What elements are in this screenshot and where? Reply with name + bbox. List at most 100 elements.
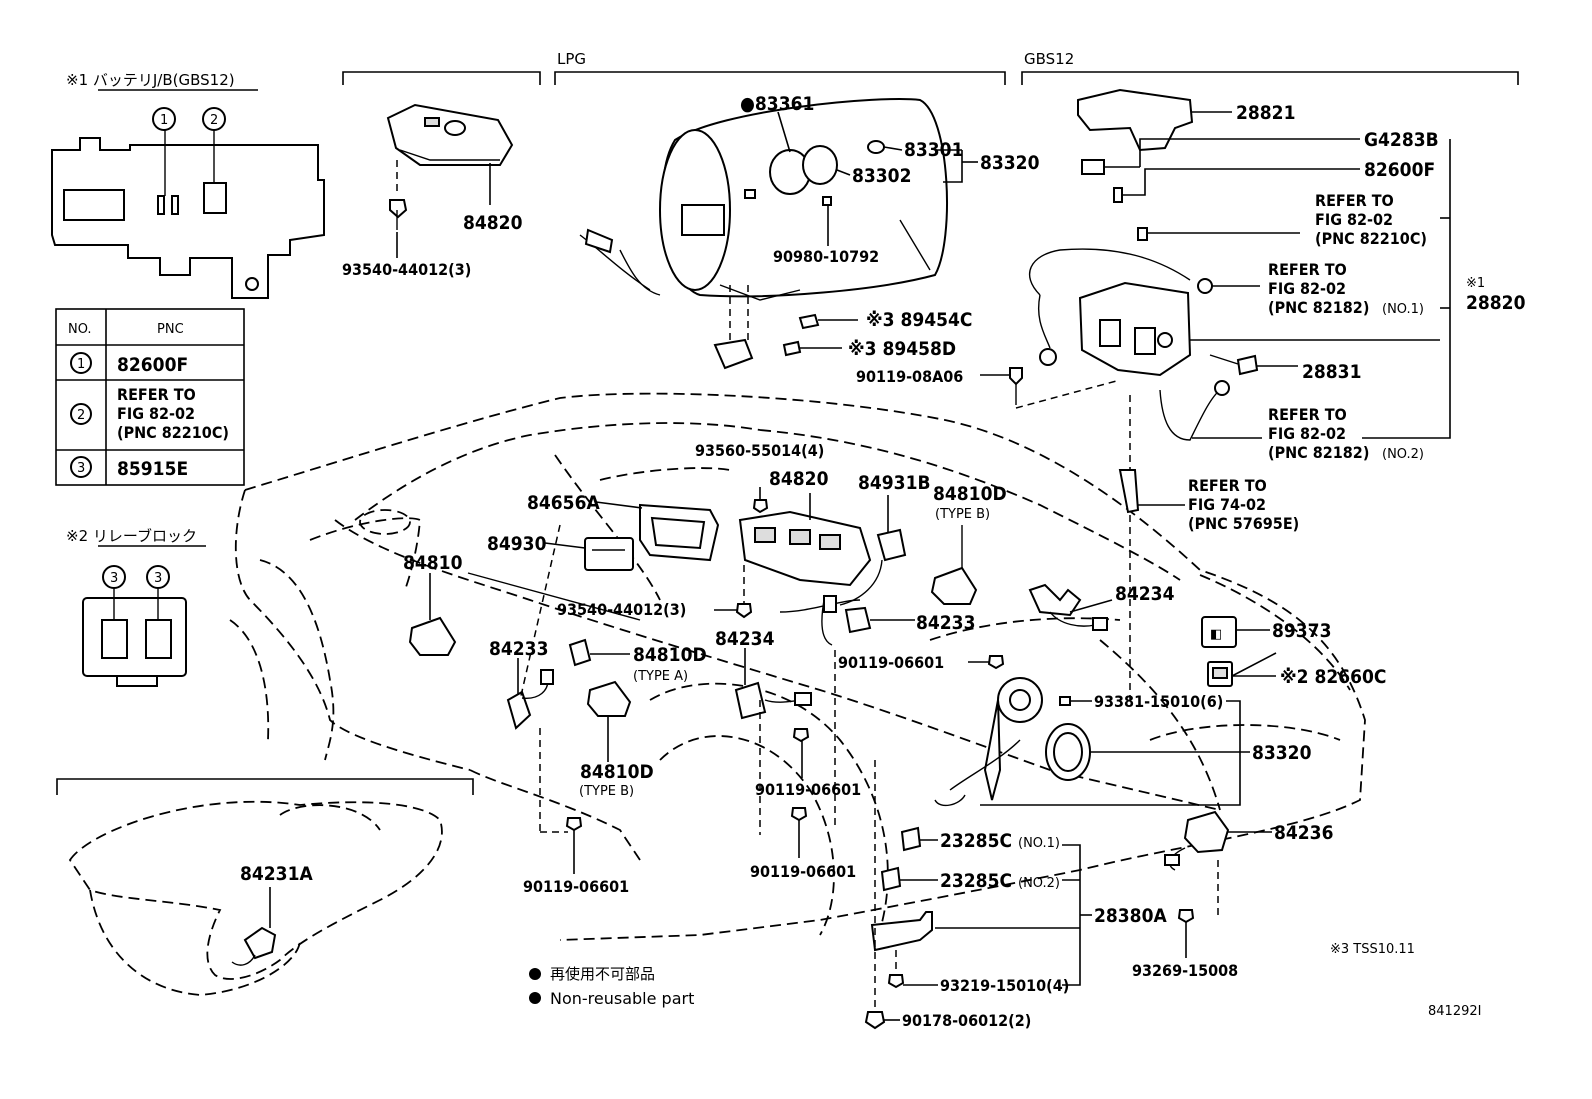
callout-1: 1 [160,113,168,128]
label-83320-top: 83320 [980,152,1040,174]
label-84810d-top: 84810D [933,483,1007,505]
label-83302: 83302 [852,165,911,187]
section-gbs12-label: GBS12 [1024,50,1074,68]
section-lpg-label: LPG [557,50,586,68]
label-84656a: 84656A [527,492,600,514]
non-reusable-dot-icon [529,992,541,1004]
label-ref-57695e: REFER TO [1188,476,1267,495]
label-ref-82182-no2: (PNC 82182) [1268,443,1369,462]
label-ref-82182-no1: FIG 82-02 [1268,279,1346,298]
label-90980: 90980-10792 [773,247,879,266]
label-84810d-b: 84810D [580,761,654,783]
label-28380a: 28380A [1094,905,1167,927]
label-ref-57695e: FIG 74-02 [1188,495,1266,514]
label-83301: 83301 [904,139,963,161]
svg-text:◧: ◧ [1210,627,1222,642]
label-93269: 93269-15008 [1132,961,1238,980]
label-type-a: (TYPE A) [633,669,688,684]
label-93560: 93560-55014(4) [695,441,824,460]
door-parts [408,487,1005,874]
label-84234-left: 84234 [715,628,775,650]
label-93381: 93381-15010(6) [1094,692,1223,711]
label-ref-82182-no2: FIG 82-02 [1268,424,1346,443]
label-90119-06601-d: 90119-06601 [523,877,629,896]
label-84810d-a: 84810D [633,644,707,666]
label-no2-b: (NO.2) [1018,876,1060,891]
legend-en: Non-reusable part [550,989,694,1008]
lpg-tank [579,98,948,370]
label-ref-82210c: (PNC 82210C) [1315,229,1427,248]
label-90119-06601-c: 90119-06601 [750,862,856,881]
label-no1: (NO.1) [1382,302,1424,317]
label-84233-mid: 84233 [916,612,975,634]
label-84810: 84810 [403,552,463,574]
label-ref-82210c: FIG 82-02 [1315,210,1393,229]
label-82600F: 82600F [1364,159,1435,181]
label-no1-b: (NO.1) [1018,836,1060,851]
label-23285c-2: 23285C [940,870,1012,892]
label-G4283B: G4283B [1364,129,1439,151]
label-ref-82210c: REFER TO [1315,191,1394,210]
callout-2: 2 [210,113,218,128]
label-no2: (NO.2) [1382,447,1424,462]
label-84233-left: 84233 [489,638,548,660]
label-tss: ※3 TSS10.11 [1330,942,1415,957]
label-93219: 93219-15010(4) [940,976,1069,995]
label-type-b-top: (TYPE B) [935,507,990,522]
figure-id: 841292I [1428,1004,1481,1019]
label-89458d: ※3 89458D [848,338,956,360]
label-90119-06601-a: 90119-06601 [838,653,944,672]
non-reusable-dot-icon [529,968,541,980]
label-28821: 28821 [1236,102,1295,124]
label-84820-top: 84820 [463,212,523,234]
callout-3a: 3 [110,571,118,586]
table-row-no: 2 [77,408,85,423]
inset-battery-jb: ※1 バッテリJ/B(GBS12) 1 2 [51,71,325,299]
table-header-no: NO. [68,322,92,337]
inset-relay-block: ※2 リレーブロック 3 3 [66,527,206,687]
table-row-pnc: 82600F [117,354,188,376]
label-ref-82182-no1: (PNC 82182) [1268,298,1369,317]
table-row-pnc: (PNC 82210C) [117,423,229,442]
inset-relay-title: ※2 リレーブロック [66,527,197,545]
label-28820: 28820 [1466,292,1526,314]
inset-battery-title: ※1 バッテリJ/B(GBS12) [66,71,235,89]
label-28820-mark: ※1 [1466,276,1485,291]
label-84930: 84930 [487,533,547,555]
table-row-no: 3 [77,461,85,476]
callout-2-circle [202,107,226,131]
table-header-pnc: PNC [157,322,184,337]
label-28831: 28831 [1302,361,1361,383]
table-row-pnc: REFER TO [117,385,196,404]
pnc-table: NO. PNC 1 82600F 2 REFER TO FIG 82-02 (P… [55,308,245,486]
label-ref-82182-no1: REFER TO [1268,260,1347,279]
label-82660c: ※2 82660C [1280,666,1386,688]
callout-1-circle [152,107,176,131]
label-84931b: 84931B [858,472,931,494]
inset-seat [68,800,443,996]
label-84231a: 84231A [240,863,313,885]
label-ref-57695e: (PNC 57695E) [1188,514,1299,533]
part-84820-top [386,103,514,230]
table-row-no: 1 [77,357,85,372]
label-ref-82182-no2: REFER TO [1268,405,1347,424]
label-93540-top: 93540-44012(3) [342,260,471,279]
label-type-b-bottom: (TYPE B) [579,784,634,799]
table-row-pnc: 85915E [117,458,188,480]
legend: 再使用不可部品 Non-reusable part [529,965,694,1008]
label-90119-08a06: 90119-08A06 [856,367,963,386]
label-23285c-1: 23285C [940,830,1012,852]
section-brackets [56,71,1519,795]
gbs12-parts [980,88,1451,700]
label-89373: 89373 [1272,620,1331,642]
callout-3b: 3 [154,571,162,586]
label-83361: ●83361 [740,93,814,115]
legend-jp: 再使用不可部品 [550,965,655,983]
label-89454c: ※3 89454C [866,309,972,331]
label-83320-bottom: 83320 [1252,742,1312,764]
label-84234-right: 84234 [1115,583,1175,605]
label-84820-mid: 84820 [769,468,829,490]
rear-parts: ◧ [864,583,1277,1030]
label-84236: 84236 [1274,822,1333,844]
